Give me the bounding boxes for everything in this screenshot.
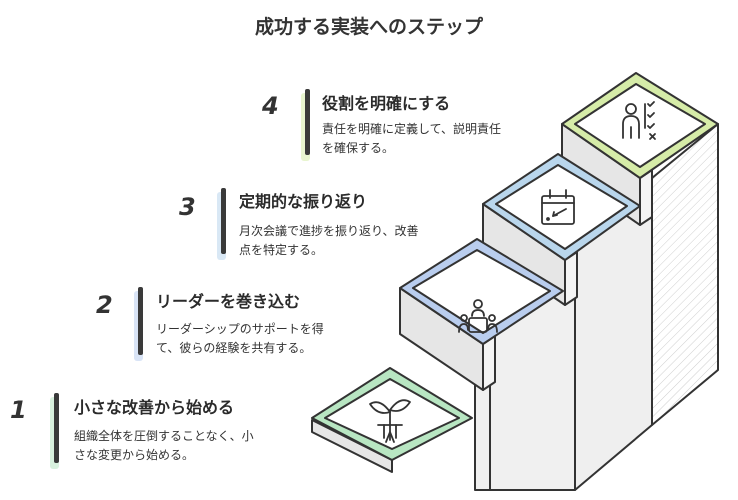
sprout-icon <box>369 399 411 443</box>
step-description: 月次会議で進捗を振り返り、改善 点を特定する。 <box>239 222 469 260</box>
desc-line: リーダーシップのサポートを得 <box>156 322 324 336</box>
desc-line: て、彼らの経験を共有する。 <box>156 341 312 355</box>
step-heading: 小さな改善から始める <box>74 398 235 417</box>
step-description: 責任を明確に定義して、説明責任 を確保する。 <box>322 120 552 158</box>
step-number: 2 <box>96 291 113 319</box>
step-heading: リーダーを巻き込む <box>156 292 301 311</box>
step-heading: 定期的な振り返り <box>239 192 368 211</box>
desc-line: を確保する。 <box>322 141 395 155</box>
step-description: リーダーシップのサポートを得 て、彼らの経験を共有する。 <box>156 320 376 358</box>
step-bar <box>50 393 59 469</box>
step-bar <box>134 287 143 361</box>
desc-line: 組織全体を圧倒することなく、小 <box>74 429 254 443</box>
tread-step-2 <box>399 238 564 345</box>
tread-step-3 <box>482 153 641 261</box>
tread-step-4 <box>561 72 719 179</box>
step-number: 1 <box>10 396 27 424</box>
step-bar <box>301 89 310 161</box>
step-bar <box>217 188 226 260</box>
person-checklist-icon <box>622 101 656 140</box>
meeting-icon <box>458 299 498 333</box>
desc-line: 責任を明確に定義して、説明責任 <box>322 122 502 136</box>
step-description: 組織全体を圧倒することなく、小 さな変更から始める。 <box>74 427 294 465</box>
desc-line: さな変更から始める。 <box>74 448 195 462</box>
calendar-icon <box>541 189 575 225</box>
step-heading: 役割を明確にする <box>322 94 451 113</box>
desc-line: 点を特定する。 <box>239 243 324 257</box>
page-title: 成功する実装へのステップ <box>254 16 483 38</box>
step-number: 4 <box>262 92 279 120</box>
staircase-walls <box>474 123 719 491</box>
tread-step-1 <box>311 367 473 461</box>
desc-line: 月次会議で進捗を振り返り、改善 <box>239 224 419 238</box>
step-number: 3 <box>179 193 196 221</box>
